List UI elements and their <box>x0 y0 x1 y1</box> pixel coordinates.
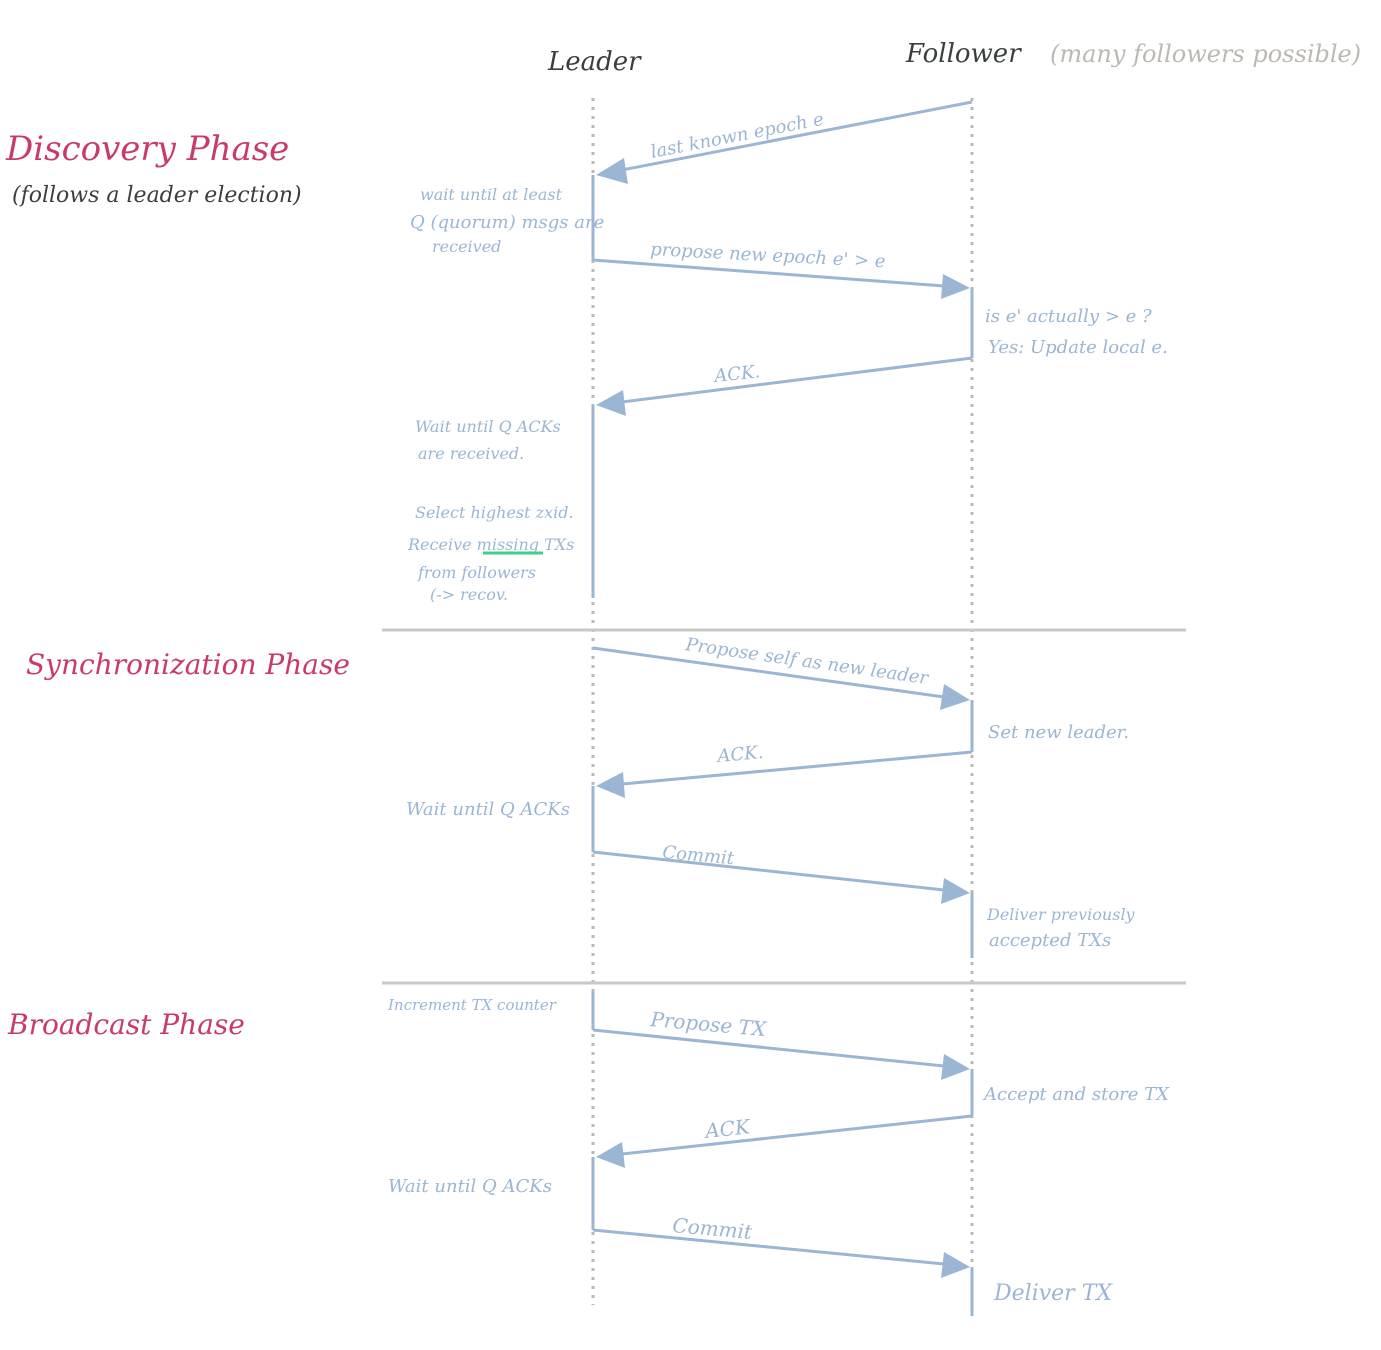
arrowhead <box>941 878 970 904</box>
arrowhead <box>941 274 970 299</box>
arrowhead <box>596 390 626 416</box>
note-accept-store: Accept and store TX <box>982 1084 1170 1105</box>
arrowhead <box>596 158 628 184</box>
message-label-ack-discovery: ACK. <box>711 361 761 387</box>
follower-lane-note: (many followers possible) <box>1050 40 1361 68</box>
message-arrow-ack-discovery <box>621 356 973 404</box>
message-arrow-propose-tx <box>592 1028 945 1068</box>
arrowhead <box>596 772 625 798</box>
message-label-ack-sync: ACK. <box>715 742 765 767</box>
discovery-phase-subtitle: (follows a leader election) <box>12 183 302 208</box>
arrowhead <box>596 1142 625 1168</box>
note-deliver-previous: Deliver previously accepted TXs <box>986 905 1140 951</box>
note-wait-acks: Wait until Q ACKs are received. <box>415 417 566 463</box>
discovery-phase-title: Discovery Phase <box>5 129 289 169</box>
message-label-ack-broadcast: ACK <box>702 1114 752 1143</box>
message-label-propose-leader: Propose self as new leader <box>683 634 930 689</box>
note-wait-acks-broadcast: Wait until Q ACKs <box>388 1176 552 1197</box>
broadcast-phase-title: Broadcast Phase <box>7 1008 245 1041</box>
arrowhead <box>940 684 970 710</box>
message-arrow-ack-sync <box>621 750 973 786</box>
message-arrow-last-epoch <box>621 100 973 172</box>
message-arrow-ack-broadcast <box>621 1114 973 1156</box>
note-check-epoch: is e' actually > e ? Yes: Update local e… <box>985 306 1168 358</box>
arrowhead <box>941 1054 970 1080</box>
note-wait-acks-sync: Wait until Q ACKs <box>406 799 570 820</box>
note-increment-tx: Increment TX counter <box>387 996 557 1014</box>
message-arrow-commit-sync <box>592 850 945 892</box>
leader-lane-label: Leader <box>547 47 642 77</box>
message-label-propose-tx: Propose TX <box>649 1007 768 1041</box>
note-set-leader: Set new leader. <box>988 722 1129 743</box>
message-arrow-commit-broadcast <box>592 1228 945 1266</box>
note-select-zxid: Select highest zxid. Receive missing TXs… <box>407 503 579 604</box>
note-wait-quorum: wait until at least Q (quorum) msgs are … <box>410 185 609 256</box>
message-arrow-propose-leader <box>592 646 945 699</box>
follower-lane-label: Follower <box>905 39 1022 69</box>
message-arrow-propose-epoch <box>592 258 945 288</box>
note-deliver-tx: Deliver TX <box>993 1281 1113 1306</box>
synchronization-phase-title: Synchronization Phase <box>26 648 350 681</box>
arrowhead <box>941 1252 970 1278</box>
message-label-commit-sync: Commit <box>662 842 736 869</box>
